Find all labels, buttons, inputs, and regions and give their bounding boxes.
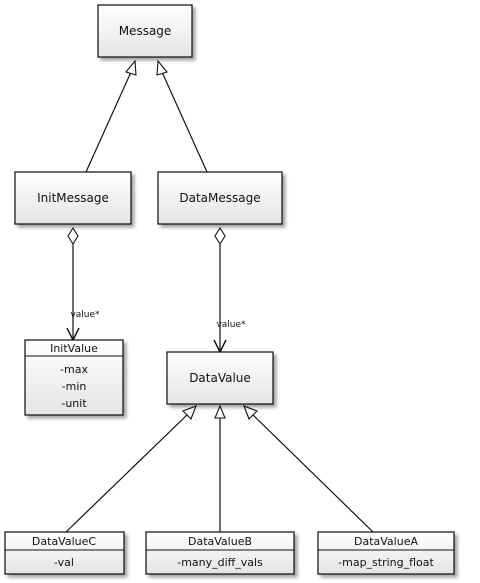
class-datavaluec[interactable]: DataValueC -val bbox=[4, 531, 125, 575]
class-name: DataMessage bbox=[179, 191, 260, 205]
class-datamessage[interactable]: DataMessage bbox=[157, 171, 283, 225]
class-attribute: -unit bbox=[61, 397, 87, 410]
edge-datavaluea-to-datavalue bbox=[251, 413, 374, 533]
class-datavalue[interactable]: DataValue bbox=[166, 351, 274, 405]
class-name: Message bbox=[119, 24, 172, 38]
class-name: InitValue bbox=[50, 342, 98, 355]
class-message[interactable]: Message bbox=[97, 4, 193, 58]
class-attribute: -val bbox=[54, 556, 74, 569]
multiplicity-label: value* bbox=[216, 320, 246, 330]
class-name: InitMessage bbox=[37, 191, 109, 205]
class-initmessage[interactable]: InitMessage bbox=[14, 171, 132, 225]
aggregation-diamond-icon bbox=[67, 226, 79, 246]
class-initvalue[interactable]: InitValue -max -min -unit bbox=[24, 339, 124, 416]
inheritance-arrow-icon bbox=[182, 405, 197, 420]
inheritance-arrow-icon bbox=[125, 59, 137, 76]
class-attribute: -map_string_float bbox=[338, 556, 434, 569]
inheritance-arrow-icon bbox=[214, 404, 226, 419]
class-name: DataValueA bbox=[354, 535, 418, 548]
class-name: DataValueB bbox=[188, 535, 252, 548]
class-name: DataValue bbox=[189, 371, 251, 385]
class-attribute: -max bbox=[60, 363, 88, 376]
class-attribute: -min bbox=[62, 380, 87, 393]
class-datavaluea[interactable]: DataValueA -map_string_float bbox=[317, 531, 455, 575]
multiplicity-label: value* bbox=[70, 310, 100, 320]
inheritance-arrow-icon bbox=[156, 59, 168, 76]
inheritance-arrow-icon bbox=[243, 405, 258, 420]
class-attribute: -many_diff_vals bbox=[177, 556, 263, 569]
class-datavalueb[interactable]: DataValueB -many_diff_vals bbox=[145, 531, 295, 575]
aggregation-diamond-icon bbox=[214, 226, 226, 246]
edge-datavaluec-to-datavalue bbox=[65, 413, 189, 533]
edge-datamessage-to-message bbox=[161, 71, 208, 173]
class-name: DataValueC bbox=[32, 535, 96, 548]
edge-initmessage-to-message bbox=[85, 71, 132, 173]
